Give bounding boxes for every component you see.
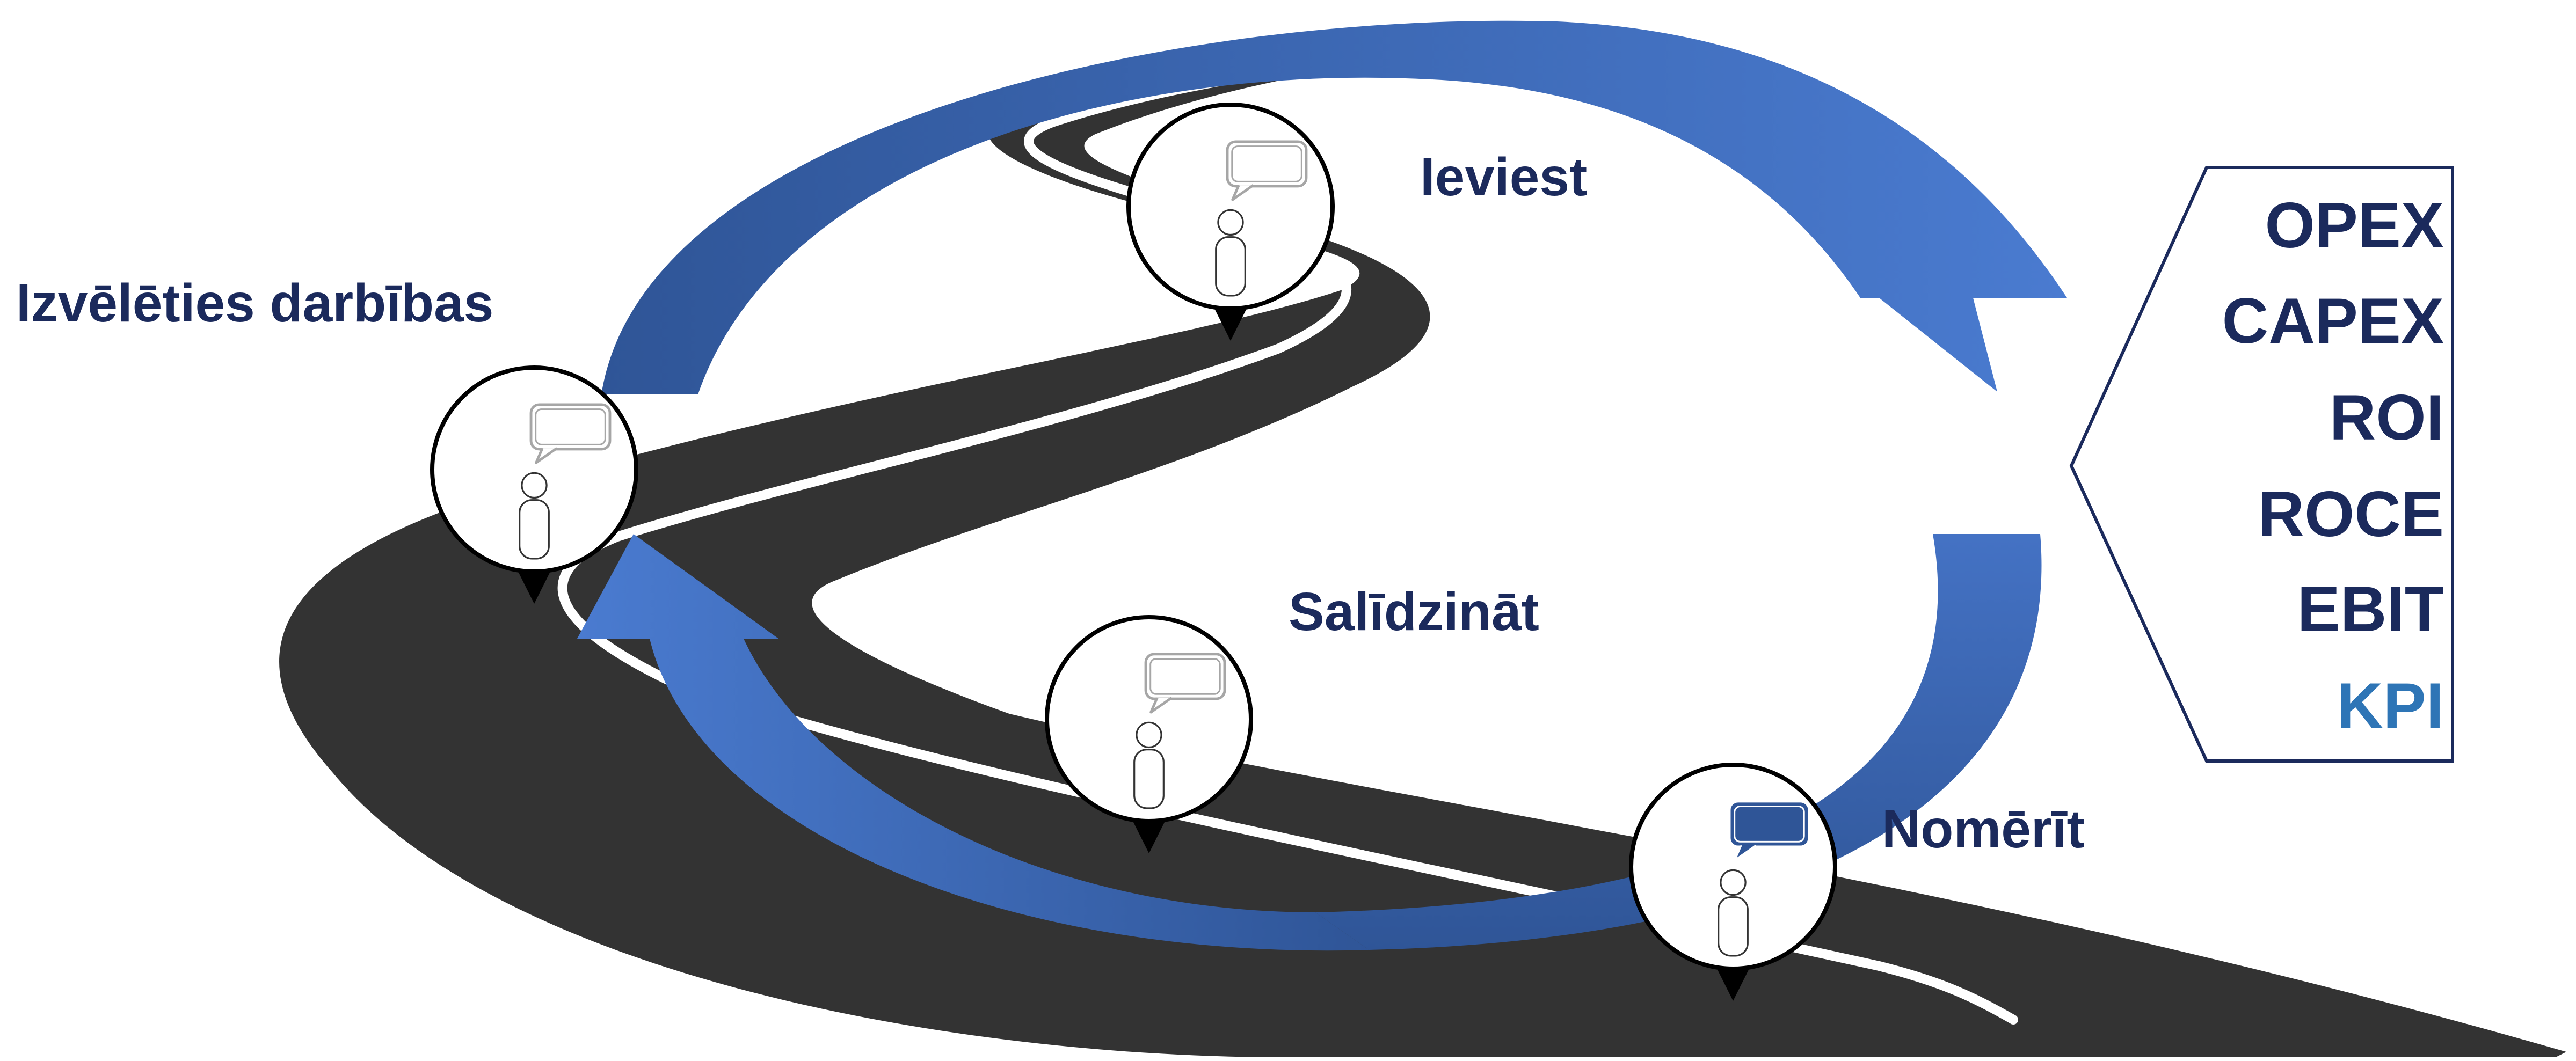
step-label-ieviest: Ieviest xyxy=(1420,147,1588,207)
metric-opex: OPEX xyxy=(2265,189,2444,261)
location-pin-icon xyxy=(1130,815,1168,853)
metric-roi: ROI xyxy=(2329,382,2444,453)
pin-salidzinat xyxy=(1045,615,1253,853)
step-label-nomerit: Nomērīt xyxy=(1882,799,2085,859)
pin-circle xyxy=(1045,615,1253,823)
location-pin-icon xyxy=(1714,962,1752,1001)
road-centerline xyxy=(557,50,2018,1025)
step-label-izveleties: Izvēlēties darbības xyxy=(16,273,494,333)
pin-circle xyxy=(430,365,638,574)
arrow-right xyxy=(1315,534,2042,950)
metric-kpi: KPI xyxy=(2336,670,2444,742)
metrics-bracket xyxy=(2069,166,2454,763)
pin-izveleties xyxy=(430,365,638,604)
metric-capex: CAPEX xyxy=(2222,285,2444,357)
location-pin-icon xyxy=(515,565,554,604)
metric-ebit: EBIT xyxy=(2297,573,2444,645)
step-label-salidzinat: Salīdzināt xyxy=(1289,582,1539,642)
cycle-arrows xyxy=(577,20,2067,951)
pin-nomerit xyxy=(1629,763,1837,1001)
metric-roce: ROCE xyxy=(2258,478,2444,550)
location-pin-icon xyxy=(1211,302,1250,341)
arrow-bottom xyxy=(577,534,1369,951)
pin-ieviest xyxy=(1126,103,1335,341)
arrow-top xyxy=(601,20,2067,394)
pin-circle xyxy=(1126,103,1335,311)
